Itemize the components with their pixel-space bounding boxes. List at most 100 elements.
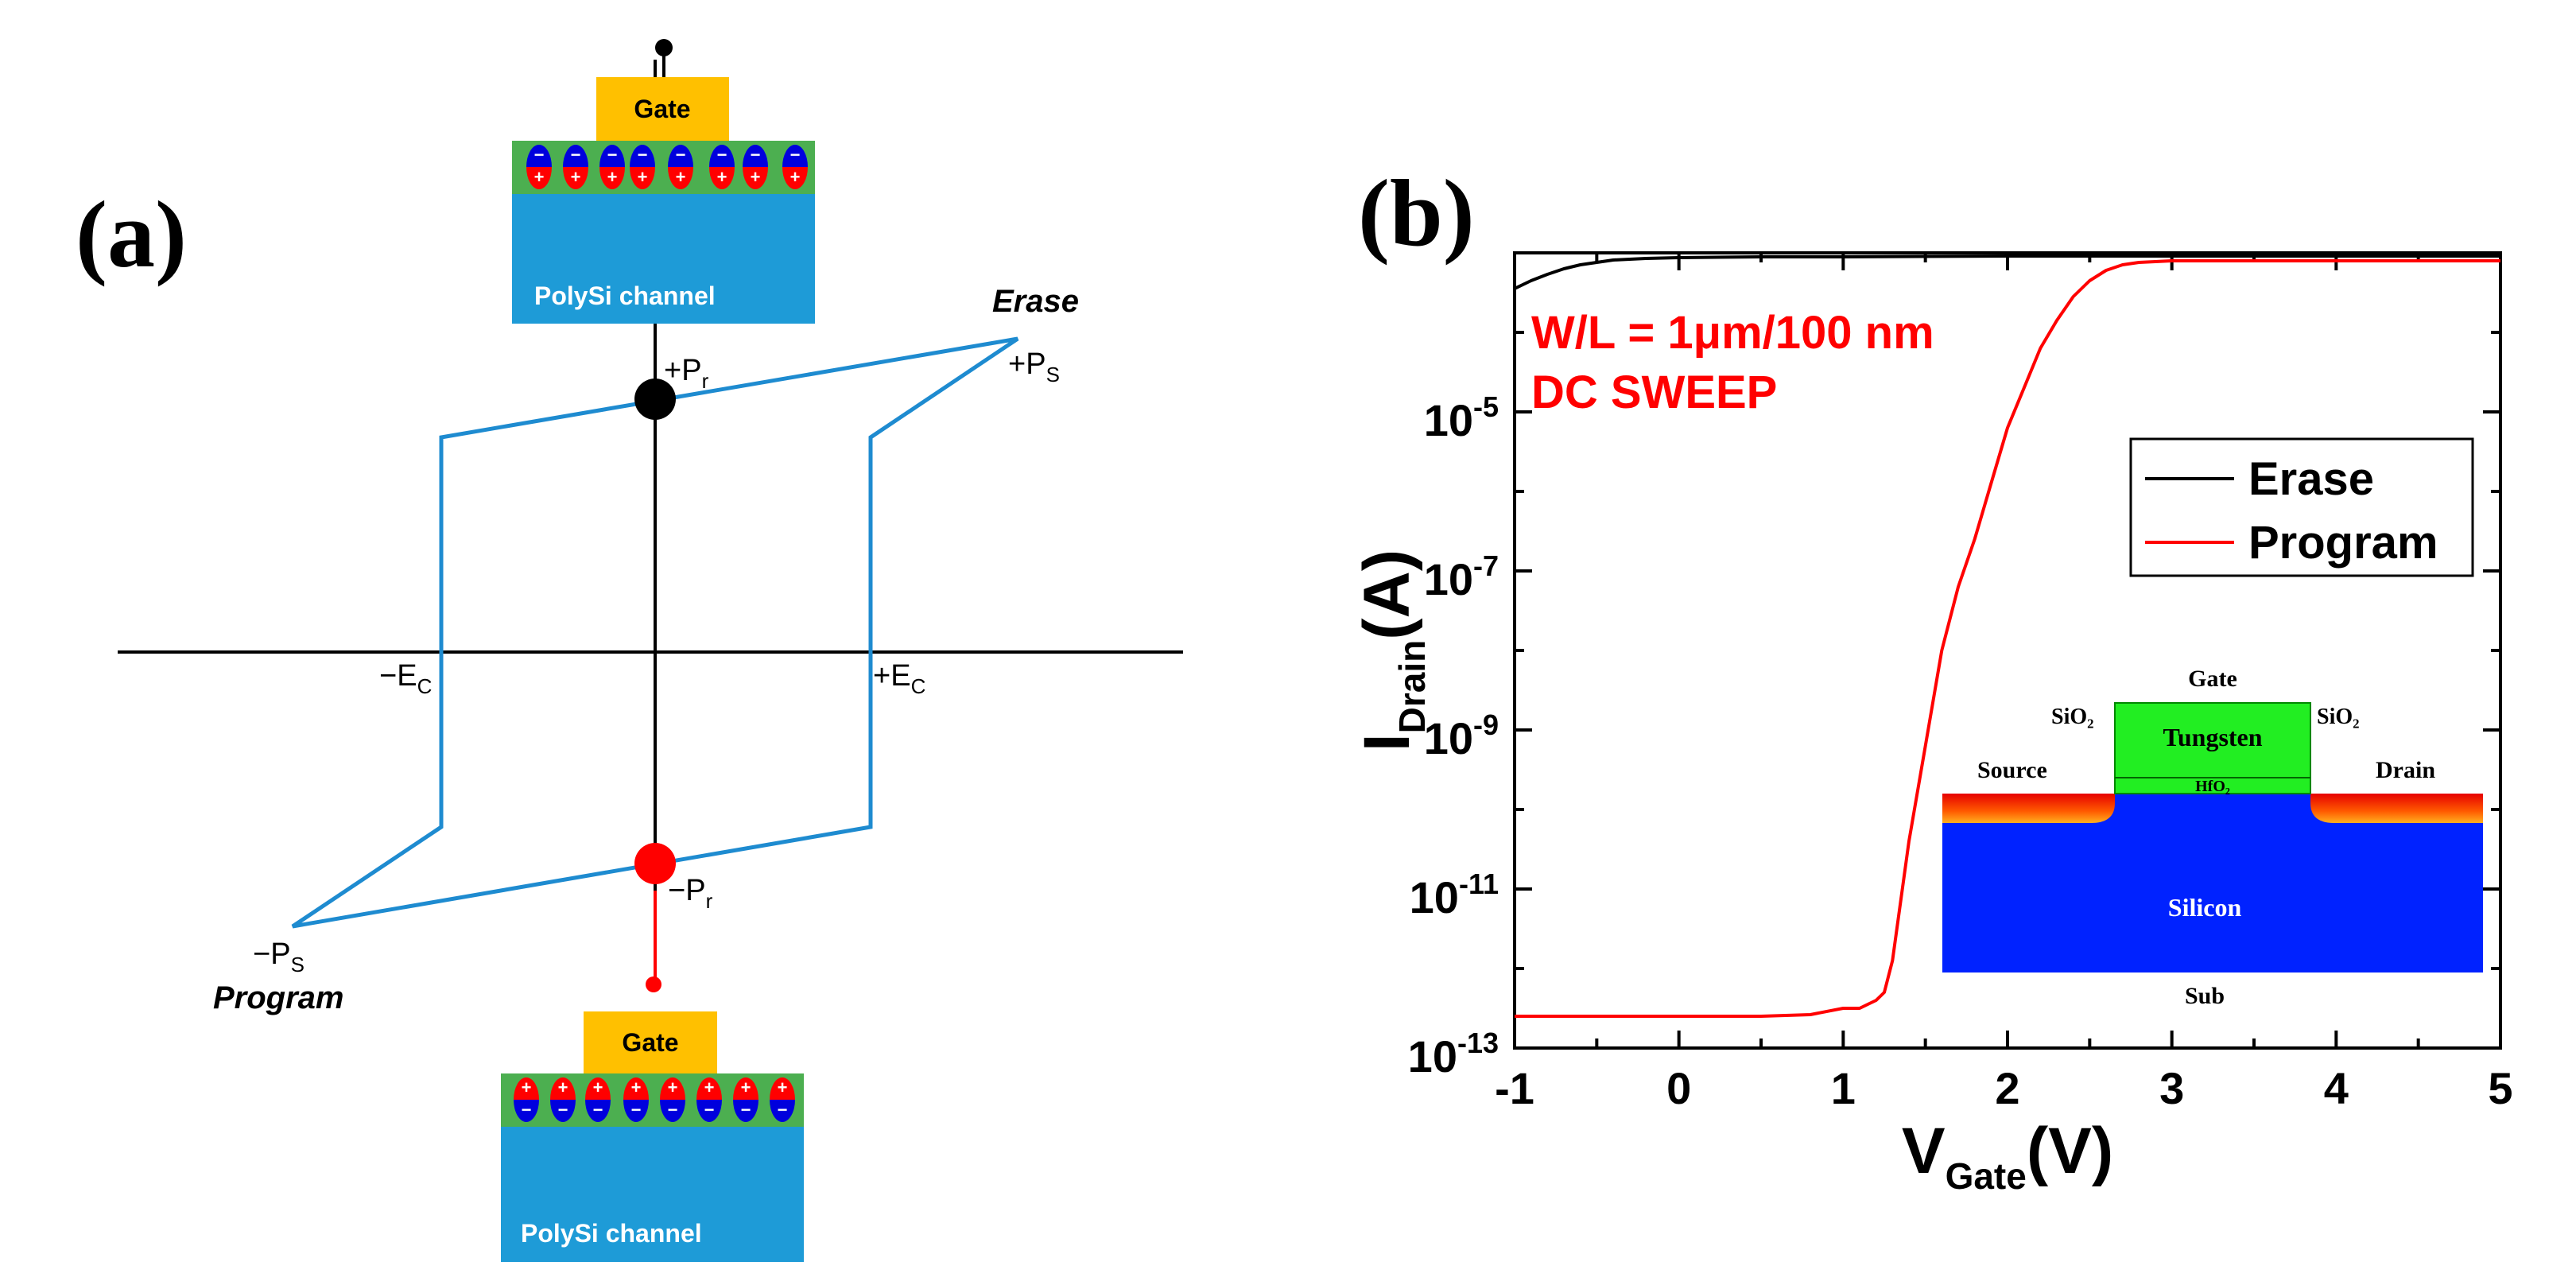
channel-block	[512, 194, 815, 324]
panel-b-label: (b)	[1358, 160, 1475, 266]
gate-label: Gate	[634, 95, 690, 123]
gate-block	[584, 1011, 717, 1073]
x-tick-label: 5	[2488, 1063, 2512, 1113]
annotation-wl: W/L = 1μm/100 nm	[1531, 307, 1934, 359]
y-tick-label: 10-9	[1424, 708, 1499, 763]
y-tick-label: 10-7	[1424, 549, 1499, 604]
dipole: +−	[623, 1077, 649, 1122]
bottom-terminal	[646, 976, 661, 992]
svg-text:+: +	[593, 1077, 603, 1097]
svg-text:−: −	[593, 1100, 603, 1120]
svg-text:−: −	[631, 1100, 642, 1120]
dipole: −+	[709, 145, 735, 189]
erase-label: Erase	[992, 284, 1079, 319]
y-tick-label: 10-11	[1410, 868, 1499, 922]
series-line-erase	[1514, 254, 2500, 290]
svg-text:+: +	[638, 167, 648, 187]
svg-text:+: +	[558, 1077, 568, 1097]
dipole: +−	[733, 1077, 758, 1122]
minus-ps-label: −PS	[253, 938, 305, 976]
svg-text:−: −	[717, 145, 727, 165]
svg-text:−: −	[607, 145, 618, 165]
inset-source-label: Source	[1977, 757, 2047, 783]
dipole: −+	[668, 145, 693, 189]
dipole: −+	[563, 145, 588, 189]
panel-a-hysteresis: (a) +Pr +PS Erase −EC +EC −Pr −PS	[76, 39, 1183, 1262]
channel-label: PolySi channel	[521, 1219, 702, 1248]
dipole: +−	[550, 1077, 576, 1122]
dipole: +−	[770, 1077, 795, 1122]
annotation-dc-sweep: DC SWEEP	[1531, 367, 1777, 418]
inset-silicon-label: Silicon	[2168, 893, 2242, 922]
program-state-dot	[634, 843, 676, 884]
gate-block	[596, 77, 729, 141]
inset-sio2-right: SiO₂	[2317, 705, 2360, 729]
device-erase-state: Gate −+−+−+−+−+−+−+−+ PolySi channel	[512, 77, 815, 324]
svg-text:+: +	[522, 1077, 532, 1097]
x-tick-label: 0	[1666, 1063, 1691, 1113]
silicon-substrate	[1942, 794, 2483, 972]
dipole-row: −+−+−+−+−+−+−+−+	[526, 145, 808, 189]
inset-sio2-left: SiO₂	[2051, 705, 2094, 729]
svg-text:−: −	[778, 1100, 788, 1120]
data-series	[1514, 254, 2500, 1018]
svg-text:−: −	[704, 1100, 715, 1120]
svg-text:+: +	[631, 1077, 642, 1097]
minus-ec-label: −EC	[379, 659, 432, 698]
x-tick-labels: -1 0 1 2 3 4 5	[1495, 1063, 2512, 1113]
dipole: −+	[630, 145, 655, 189]
svg-text:−: −	[676, 145, 686, 165]
svg-text:+: +	[571, 167, 581, 187]
svg-text:+: +	[717, 167, 727, 187]
svg-text:−: −	[571, 145, 581, 165]
svg-text:−: −	[522, 1100, 532, 1120]
program-label: Program	[213, 980, 344, 1015]
dipole: −+	[782, 145, 808, 189]
x-tick-label: -1	[1495, 1063, 1534, 1113]
svg-text:−: −	[534, 145, 545, 165]
inset-sub-label: Sub	[2185, 983, 2225, 1009]
legend: Erase Program	[2129, 437, 2474, 577]
dipole: −+	[526, 145, 552, 189]
svg-text:+: +	[668, 1077, 678, 1097]
svg-text:+: +	[778, 1077, 788, 1097]
inset-device-cross-section: Gate Tungsten HfO₂ SiO₂ SiO₂ Source Drai…	[1942, 666, 2483, 1009]
x-tick-label: 1	[1831, 1063, 1856, 1113]
legend-label-program: Program	[2248, 517, 2438, 569]
x-tick-label: 4	[2324, 1063, 2349, 1113]
x-axis-title: VGate(V)	[1902, 1115, 2113, 1197]
channel-block	[501, 1127, 804, 1262]
legend-box	[2129, 437, 2474, 577]
dipole: −+	[599, 145, 625, 189]
svg-text:−: −	[638, 145, 648, 165]
y-axis-title: IDrain(A)	[1351, 549, 1433, 751]
dipole: +−	[696, 1077, 722, 1122]
source-region	[1942, 794, 2115, 823]
svg-text:−: −	[751, 145, 761, 165]
svg-text:−: −	[668, 1100, 678, 1120]
svg-text:−: −	[741, 1100, 751, 1120]
svg-text:+: +	[534, 167, 545, 187]
inset-tungsten-label: Tungsten	[2163, 723, 2262, 751]
svg-text:+: +	[704, 1077, 715, 1097]
y-tick-label: 10-5	[1424, 390, 1499, 445]
x-tick-label: 2	[1995, 1063, 2019, 1113]
svg-text:−: −	[790, 145, 801, 165]
x-tick-label: 3	[2159, 1063, 2184, 1113]
panel-b-transfer-curve: (b) -1 0 1 2 3 4 5 10-5 10-7 10-9 10-11 10-13 VGat…	[1351, 160, 2513, 1197]
erase-state-dot	[634, 379, 676, 420]
inset-gate-label: Gate	[2188, 666, 2237, 692]
y-tick-labels: 10-5 10-7 10-9 10-11 10-13	[1408, 390, 1499, 1081]
y-tick-label: 10-13	[1408, 1027, 1499, 1081]
dipole: −+	[743, 145, 768, 189]
ferroelectric-layer	[512, 141, 815, 194]
legend-label-erase: Erase	[2248, 453, 2374, 505]
dipole: +−	[514, 1077, 539, 1122]
plus-ps-label: +PS	[1008, 347, 1060, 386]
plus-ec-label: +EC	[873, 659, 925, 698]
drain-region	[2310, 794, 2483, 823]
svg-text:+: +	[741, 1077, 751, 1097]
panel-a-label: (a)	[76, 181, 187, 287]
inset-drain-label: Drain	[2376, 757, 2435, 783]
dipole-row: +−+−+−+−+−+−+−+−	[514, 1077, 795, 1122]
